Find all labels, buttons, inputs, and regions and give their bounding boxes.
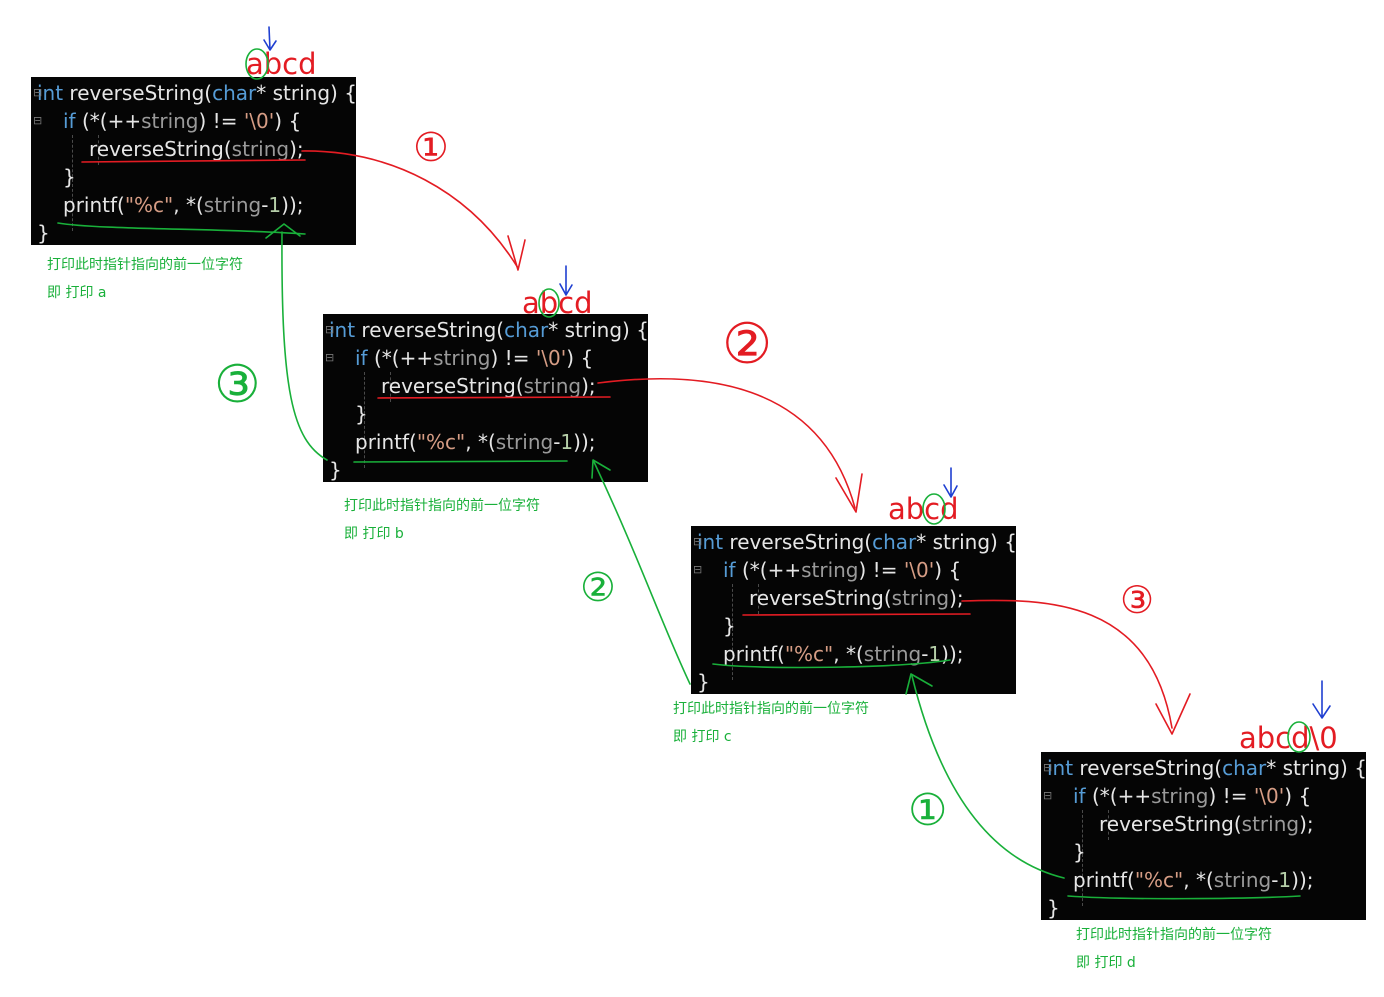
return-arrowhead-1 <box>265 223 301 239</box>
printf-underline-4 <box>1067 895 1301 900</box>
code-line-fn-close: } <box>1047 896 1060 920</box>
note-line-1: 打印此时指针指向的前一位字符 <box>673 701 869 717</box>
string-label-2: abcd <box>522 286 593 320</box>
code-line-signature: ⊟int reverseString(char* string) { <box>325 318 649 342</box>
char-circle-3 <box>922 493 946 525</box>
code-line-if: ⊟if (*(++string) != '\0') { <box>693 558 962 582</box>
note-line-2: 即 打印 a <box>47 285 107 301</box>
call-underline-2 <box>377 396 611 399</box>
code-line-signature: ⊟int reverseString(char* string) { <box>693 530 1017 554</box>
print-note-2: 打印此时指针指向的前一位字符 即 打印 b <box>344 495 540 545</box>
note-line-1: 打印此时指针指向的前一位字符 <box>1076 927 1272 943</box>
code-line-printf: printf("%c", *(string-1)); <box>355 430 596 454</box>
note-line-1: 打印此时指针指向的前一位字符 <box>47 257 243 273</box>
char-circle-4 <box>1287 721 1311 753</box>
note-line-2: 即 打印 d <box>1076 955 1136 971</box>
code-block-4: ⊟int reverseString(char* string) { ⊟if (… <box>1041 752 1367 920</box>
print-note-1: 打印此时指针指向的前一位字符 即 打印 a <box>47 254 243 304</box>
string-label-1: abcd <box>246 47 317 81</box>
note-line-2: 即 打印 c <box>673 729 732 745</box>
char-circle-2 <box>538 288 560 318</box>
print-note-3: 打印此时指针指向的前一位字符 即 打印 c <box>673 698 869 748</box>
code-line-fn-close: } <box>697 670 710 694</box>
code-line-signature: ⊟int reverseString(char* string) { <box>1043 756 1367 780</box>
call-step-1: ① <box>413 125 449 171</box>
code-line-recursive-call: reverseString(string); <box>749 586 964 610</box>
call-arrow-1 <box>301 150 519 269</box>
call-arrowhead-1 <box>507 235 526 271</box>
return-arrowhead-3 <box>905 673 933 695</box>
pointer-mark-2 <box>559 265 573 296</box>
code-line-fn-close: } <box>329 458 342 482</box>
code-line-if-close: } <box>723 614 736 638</box>
pointer-mark-4 <box>1312 680 1331 719</box>
return-arrow-2 <box>593 461 691 685</box>
code-line-printf: printf("%c", *(string-1)); <box>1073 868 1314 892</box>
pointer-mark-1 <box>263 26 277 51</box>
code-block-2: ⊟int reverseString(char* string) { ⊟if (… <box>323 314 649 482</box>
call-arrowhead-3 <box>1155 693 1191 735</box>
code-line-if-close: } <box>63 165 76 189</box>
note-line-2: 即 打印 b <box>344 526 404 542</box>
call-arrow-2 <box>597 377 856 509</box>
call-arrow-3 <box>961 599 1173 729</box>
call-underline-1 <box>81 159 306 163</box>
code-line-fn-close: } <box>37 221 50 245</box>
print-note-4: 打印此时指针指向的前一位字符 即 打印 d <box>1076 924 1272 974</box>
char-circle-1 <box>245 48 269 80</box>
code-line-printf: printf("%c", *(string-1)); <box>63 193 304 217</box>
call-arrowhead-2 <box>835 473 863 513</box>
code-block-1: ⊟int reverseString(char* string) { ⊟if (… <box>31 77 357 245</box>
code-line-recursive-call: reverseString(string); <box>381 374 596 398</box>
pointer-mark-3 <box>943 467 958 498</box>
return-arrow-3 <box>911 675 1065 879</box>
code-line-if: ⊟if (*(++string) != '\0') { <box>1043 784 1312 808</box>
code-line-recursive-call: reverseString(string); <box>1099 812 1314 836</box>
code-line-recursive-call: reverseString(string); <box>89 137 304 161</box>
printf-underline-1 <box>57 222 306 235</box>
call-step-3: ③ <box>1120 578 1155 622</box>
printf-underline-3 <box>712 659 951 669</box>
note-line-1: 打印此时指针指向的前一位字符 <box>344 498 540 514</box>
return-arrow-1 <box>281 231 328 461</box>
return-step-1: ① <box>908 785 948 836</box>
code-line-if: ⊟if (*(++string) != '\0') { <box>33 109 302 133</box>
code-line-if-close: } <box>355 402 368 426</box>
call-underline-3 <box>742 613 971 616</box>
code-line-signature: ⊟int reverseString(char* string) { <box>33 81 357 105</box>
code-line-if-close: } <box>1073 840 1086 864</box>
return-arrowhead-2 <box>591 459 611 479</box>
return-step-2: ② <box>580 565 616 611</box>
code-line-if: ⊟if (*(++string) != '\0') { <box>325 346 594 370</box>
printf-underline-2 <box>353 460 568 463</box>
